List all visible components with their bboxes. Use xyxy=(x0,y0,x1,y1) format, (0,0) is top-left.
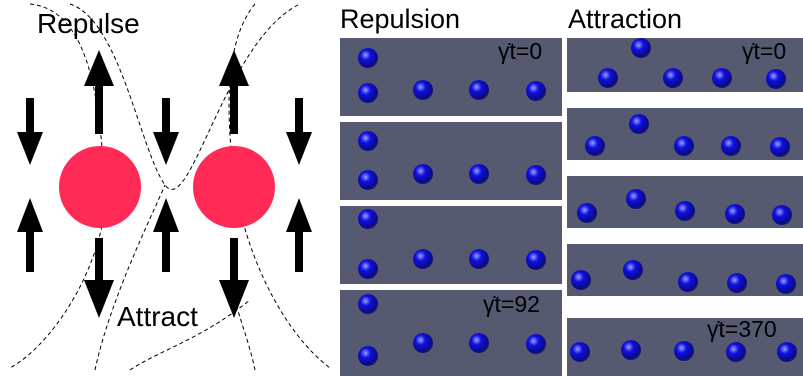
frame-panel xyxy=(340,122,562,200)
arrow-down xyxy=(286,98,312,165)
sphere xyxy=(777,342,797,362)
arrow-down xyxy=(17,98,43,165)
sphere xyxy=(626,189,646,209)
sphere xyxy=(629,114,649,134)
field-line xyxy=(234,299,256,371)
spheres xyxy=(358,38,797,366)
sphere xyxy=(712,68,732,88)
sphere xyxy=(770,137,790,157)
sphere xyxy=(413,333,433,353)
sphere xyxy=(526,334,546,354)
sphere xyxy=(358,346,378,366)
particle-right xyxy=(193,146,275,228)
sphere xyxy=(358,170,378,190)
sphere xyxy=(598,68,618,88)
sphere xyxy=(675,201,695,221)
repulsion-time-end: γ̇t=92 xyxy=(483,291,540,317)
field-line xyxy=(228,3,331,369)
sphere xyxy=(721,136,741,156)
arrow-up xyxy=(84,50,114,134)
sphere xyxy=(469,249,489,269)
sphere xyxy=(674,341,694,361)
sphere xyxy=(725,204,745,224)
sphere xyxy=(358,131,378,151)
sphere xyxy=(358,259,378,279)
sphere xyxy=(571,270,591,290)
sphere xyxy=(621,340,641,360)
sphere xyxy=(623,260,643,280)
sphere xyxy=(469,333,489,353)
particle-left xyxy=(59,146,141,228)
arrow-up xyxy=(219,50,249,134)
sphere xyxy=(570,342,590,362)
sphere xyxy=(766,69,786,89)
sphere xyxy=(413,249,433,269)
repulsion-column-title: Repulsion xyxy=(340,4,461,34)
repulse-label: Repulse xyxy=(37,8,140,39)
sphere xyxy=(727,273,747,293)
sphere xyxy=(776,274,796,294)
sphere xyxy=(631,38,651,58)
repulsion-time-start: γ̇t=0 xyxy=(498,38,543,64)
sphere xyxy=(526,250,546,270)
arrow-up xyxy=(286,198,312,272)
attraction-column-title: Attraction xyxy=(568,4,683,34)
sphere xyxy=(358,48,378,68)
sphere xyxy=(469,80,489,100)
sphere xyxy=(772,205,792,225)
sphere xyxy=(526,81,546,101)
sphere xyxy=(413,80,433,100)
sphere xyxy=(585,136,605,156)
sphere xyxy=(726,342,746,362)
sphere xyxy=(358,83,378,103)
sphere xyxy=(678,272,698,292)
sphere xyxy=(526,165,546,185)
attraction-frames xyxy=(567,38,803,376)
frame-panel xyxy=(340,38,562,116)
sphere xyxy=(358,294,378,314)
sphere xyxy=(358,209,378,229)
attract-label: Attract xyxy=(117,301,198,332)
attraction-time-end: γ̇t=370 xyxy=(707,316,777,342)
force-arrows xyxy=(17,50,312,318)
field-line xyxy=(69,3,301,190)
sphere xyxy=(413,164,433,184)
arrow-up xyxy=(153,198,179,272)
sphere xyxy=(674,136,694,156)
arrow-down xyxy=(84,238,114,318)
sphere xyxy=(577,203,597,223)
arrow-down xyxy=(153,98,179,165)
sphere xyxy=(663,68,683,88)
attraction-time-start: γ̇t=0 xyxy=(742,38,787,64)
arrow-up xyxy=(17,198,43,272)
sphere xyxy=(469,164,489,184)
arrow-down xyxy=(219,238,249,318)
